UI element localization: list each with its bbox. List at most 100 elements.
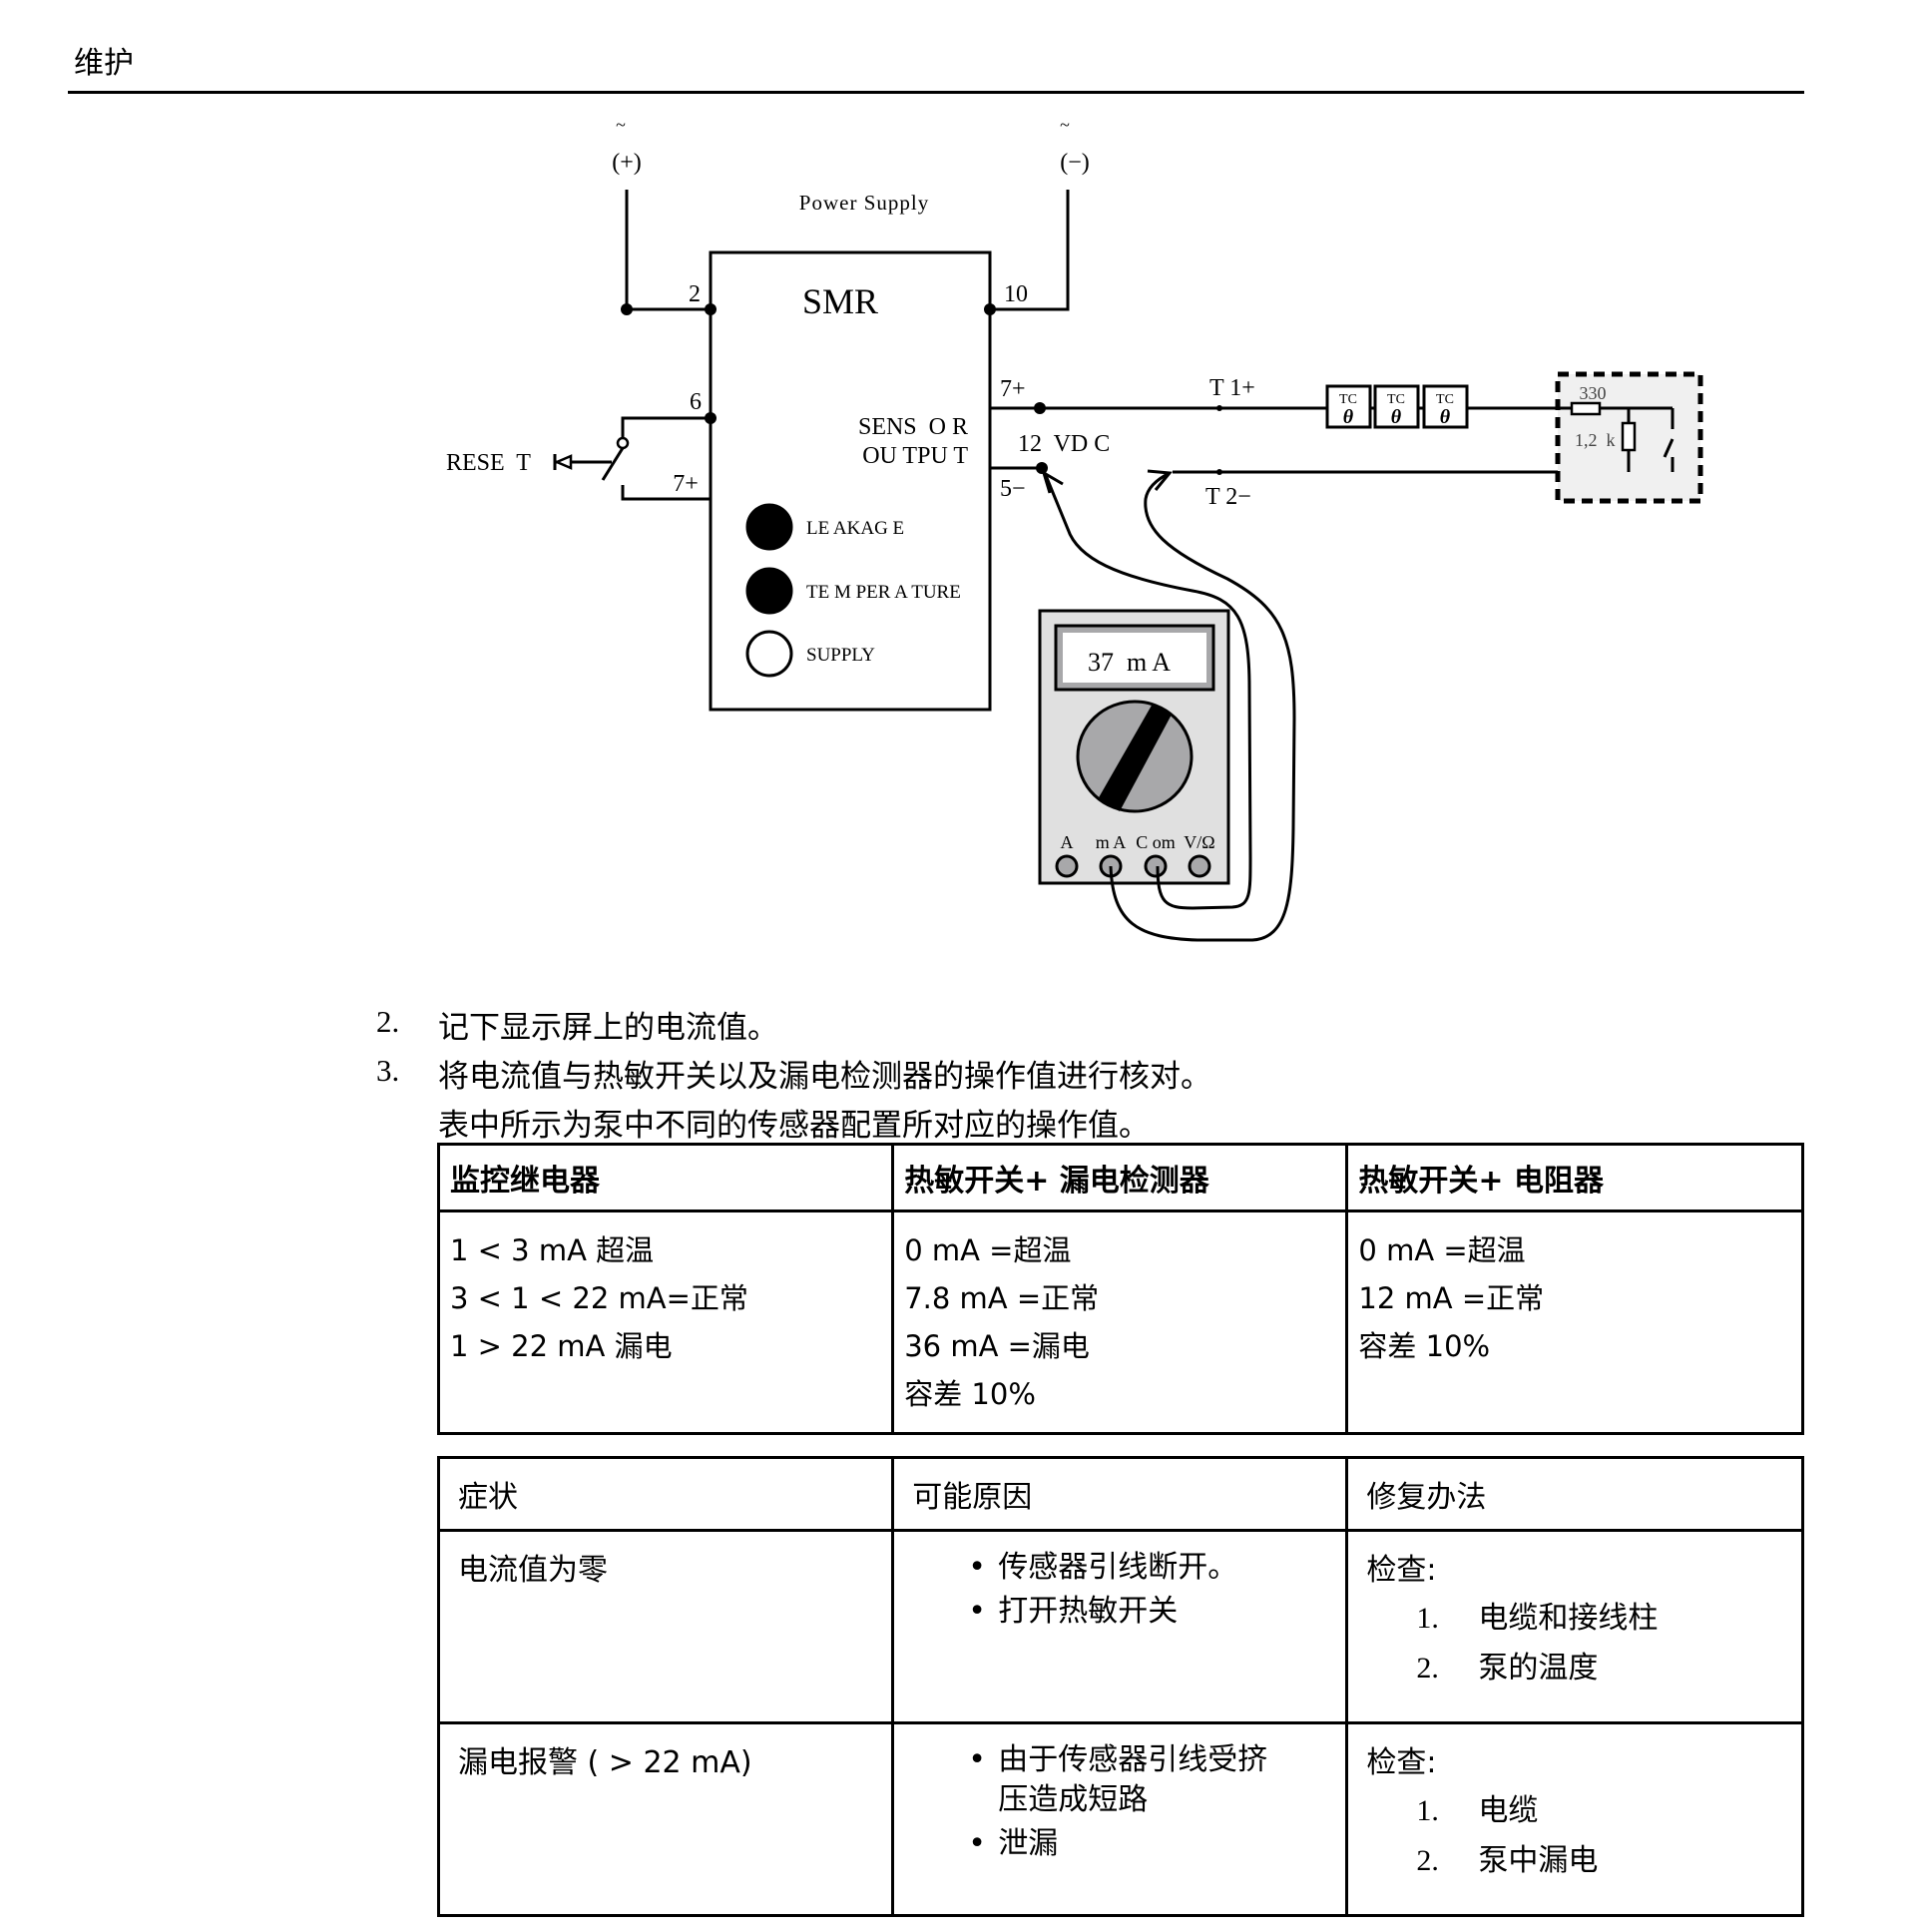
step-note: 表中所示为泵中不同的传感器配置所对应的操作值。 [438, 1108, 1150, 1144]
list-item: 2.泵中漏电 [1416, 1843, 1599, 1878]
lead-com [1043, 472, 1252, 910]
header-divider [68, 91, 1804, 94]
table-row: 漏电报警 ( > 22 mA) 由于传感器引线受挤压造成短路 泄漏 检查: 1.… [436, 1721, 1804, 1917]
list-item: 由于传感器引线受挤压造成短路 [968, 1740, 1267, 1820]
value-line: 容差 10% [904, 1377, 1036, 1411]
remedy-intro: 检查: [1366, 1553, 1437, 1588]
t2-label: T 2− [1205, 484, 1251, 510]
resistor-1-2k [1621, 421, 1637, 452]
pin-6-label: 6 [690, 389, 702, 415]
smr-label: SMR [802, 281, 878, 321]
jack-label: A [1061, 832, 1074, 852]
step-text: 将电流值与热敏开关以及漏电检测器的操作值进行核对。 [438, 1059, 1211, 1095]
list-item: 传感器引线断开。 [968, 1548, 1327, 1588]
junction-dot [705, 303, 717, 315]
minus-terminal-label: (−) [1060, 150, 1090, 176]
pin-10-label: 10 [1004, 281, 1028, 307]
table-row: 电流值为零 传感器引线断开。 打开热敏开关 检查: 1.电缆和接线柱 2.泵的温… [436, 1529, 1804, 1724]
remedy-list: 1.电缆 2.泵中漏电 [1366, 1786, 1783, 1886]
vdc-label: 12 VD C [1018, 431, 1110, 457]
value-line: 7.8 mA =正常 [904, 1281, 1100, 1315]
cause-list: 由于传感器引线受挤压造成短路 泄漏 [912, 1740, 1267, 1864]
wire-pin6 [621, 416, 711, 437]
table-cell: 0 mA =超温 12 mA =正常 容差 10% [1345, 1209, 1804, 1435]
value-line: 0 mA =超温 [904, 1233, 1072, 1267]
remedy-list: 1.电缆和接线柱 2.泵的温度 [1366, 1594, 1783, 1693]
wire-pin7-left [621, 485, 711, 501]
resistor-330-label: 330 [1580, 383, 1607, 403]
value-line: 1 < 3 mA 超温 [450, 1233, 655, 1267]
resistor-1-2k-label: 1,2 k [1575, 430, 1616, 450]
thermal-switch-label: TC [1436, 392, 1454, 407]
sensor-output-line1: SENS O R [858, 414, 968, 440]
wire-minus [990, 190, 1070, 311]
indicator-label: SUPPLY [806, 645, 875, 666]
symptom-cell: 漏电报警 ( > 22 mA) [436, 1721, 895, 1917]
junction-dot [984, 303, 996, 315]
thermal-switch [1422, 384, 1469, 429]
indicator-light [745, 567, 793, 615]
junction-dot [1216, 469, 1222, 475]
causes-cell: 由于传感器引线受挤压造成短路 泄漏 [891, 1721, 1349, 1917]
junction-dot [1034, 402, 1046, 414]
power-supply-label: Power Supply [799, 191, 929, 215]
step-text: 记下显示屏上的电流值。 [438, 1010, 778, 1046]
symptom-cell: 电流值为零 [436, 1529, 895, 1724]
remedy-intro: 检查: [1366, 1745, 1437, 1780]
value-line: 0 mA =超温 [1358, 1233, 1526, 1267]
list-item: 打开热敏开关 [968, 1592, 1327, 1632]
lead-arrow-5 [1041, 469, 1064, 494]
cause-list: 传感器引线断开。 打开热敏开关 [912, 1548, 1327, 1632]
junction-dot [1036, 462, 1048, 474]
column-header: 监控继电器 [436, 1143, 895, 1212]
meter-reading: 37 m A [1088, 648, 1171, 677]
indicator-light [745, 630, 793, 678]
thermal-switch [1325, 384, 1372, 429]
junction-dot [621, 303, 633, 315]
list-item: 1.电缆 [1416, 1793, 1539, 1828]
t1-label: T 1+ [1209, 375, 1255, 401]
ac-symbol-minus: ~ [1060, 115, 1070, 135]
list-item: 2.泵的温度 [1416, 1651, 1599, 1686]
pin-5-label: 5− [1000, 476, 1026, 502]
resistor-330 [1570, 401, 1602, 416]
value-line: 3 < 1 < 22 mA=正常 [450, 1281, 748, 1315]
list-item: 泄漏 [968, 1824, 1267, 1864]
theta-icon: θ [1343, 406, 1354, 428]
list-item: 1.电缆和接线柱 [1416, 1601, 1659, 1636]
table-header-row: 监控继电器 热敏开关+ 漏电检测器 热敏开关+ 电阻器 [436, 1143, 1804, 1212]
junction-dot [705, 412, 717, 424]
test-leads [1041, 469, 1296, 942]
indicator-label: LE AKAG E [806, 518, 904, 539]
jack-label: C om [1136, 832, 1176, 852]
pin-7-left-label: 7+ [673, 471, 699, 497]
meter-jack [1144, 854, 1168, 878]
reset-switch-blade [601, 447, 625, 481]
pin-7-right-label: 7+ [1000, 376, 1026, 402]
thermal-switch-label: TC [1339, 392, 1357, 407]
pin-2-label: 2 [689, 281, 701, 307]
troubleshooting-table: 症状 可能原因 修复办法 电流值为零 传感器引线断开。 打开热敏开关 检查: 1… [436, 1456, 1804, 1917]
value-line: 12 mA =正常 [1358, 1281, 1545, 1315]
wiring-diagram: ~ ~ (+) (−) Power Supply SMR 2 10 6 7+ 7… [446, 115, 1703, 942]
ac-symbol-plus: ~ [616, 115, 626, 135]
lead-arrow-t2 [1147, 469, 1173, 491]
sensor-output-line2: OU TPU T [862, 443, 968, 469]
remedy-cell: 检查: 1.电缆和接线柱 2.泵的温度 [1345, 1529, 1804, 1724]
jack-label: m A [1096, 832, 1127, 852]
smr-relay-box [709, 250, 992, 712]
value-line: 36 mA =漏电 [904, 1329, 1090, 1363]
meter-jack [1188, 854, 1211, 878]
thermal-switch [1373, 384, 1420, 429]
meter-jack [1055, 854, 1079, 878]
indicator-lights: LE AKAG E TE M PER A TURE SUPPLY [745, 503, 961, 678]
theta-icon: θ [1440, 406, 1451, 428]
theta-icon: θ [1391, 406, 1402, 428]
value-line: 1 > 22 mA 漏电 [450, 1329, 673, 1363]
jack-label: V/Ω [1184, 832, 1214, 852]
column-header: 热敏开关+ 电阻器 [1345, 1143, 1804, 1212]
page-section-title: 维护 [74, 46, 134, 81]
indicator-label: TE M PER A TURE [806, 582, 961, 603]
